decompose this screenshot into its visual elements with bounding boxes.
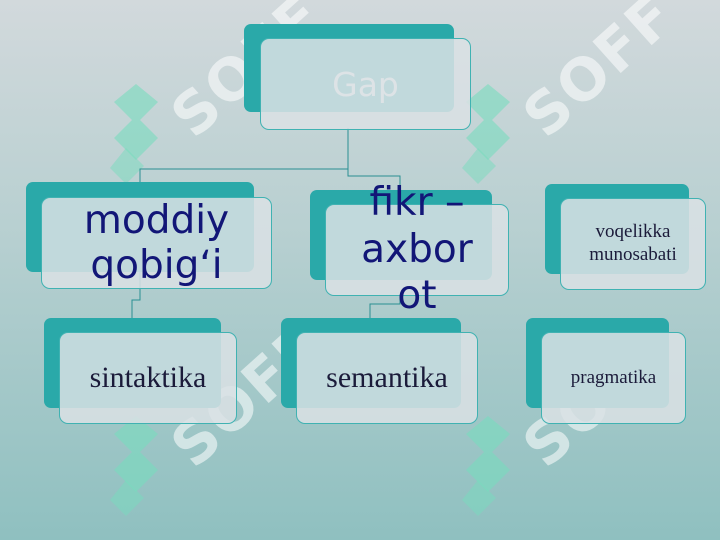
- node-semantika: semantika: [296, 332, 478, 424]
- node-pragmatika: pragmatika: [541, 332, 686, 424]
- node-sintaktika-label: sintaktika: [89, 361, 207, 394]
- watermark-logo-icon: [462, 416, 510, 516]
- node-voqelikka-munosabati: voqelikka munosabati: [560, 198, 706, 290]
- watermark-top-right: SOFF: [440, 0, 688, 200]
- node-pragmatika-label: pragmatika: [570, 367, 657, 388]
- node-voqelikka-munosabati-label: voqelikka munosabati: [589, 221, 677, 265]
- root-node-label: Gap: [332, 64, 399, 104]
- node-sintaktika: sintaktika: [59, 332, 237, 424]
- watermark-logo-icon: [110, 416, 158, 516]
- watermark-text: SOFF: [510, 0, 689, 151]
- node-semantika-label: semantika: [326, 361, 448, 394]
- connector-root-moddiy: [139, 128, 349, 182]
- node-moddiy-qobigi: moddiy qobig‘i: [41, 197, 272, 289]
- node-fikr-axborot-label: fikr – axbor ot: [361, 179, 473, 319]
- node-fikr-axborot: fikr – axbor ot: [325, 180, 509, 318]
- node-moddiy-qobigi-label: moddiy qobig‘i: [83, 197, 230, 288]
- root-node: Gap: [260, 38, 471, 130]
- watermark-logo-icon: [110, 84, 158, 184]
